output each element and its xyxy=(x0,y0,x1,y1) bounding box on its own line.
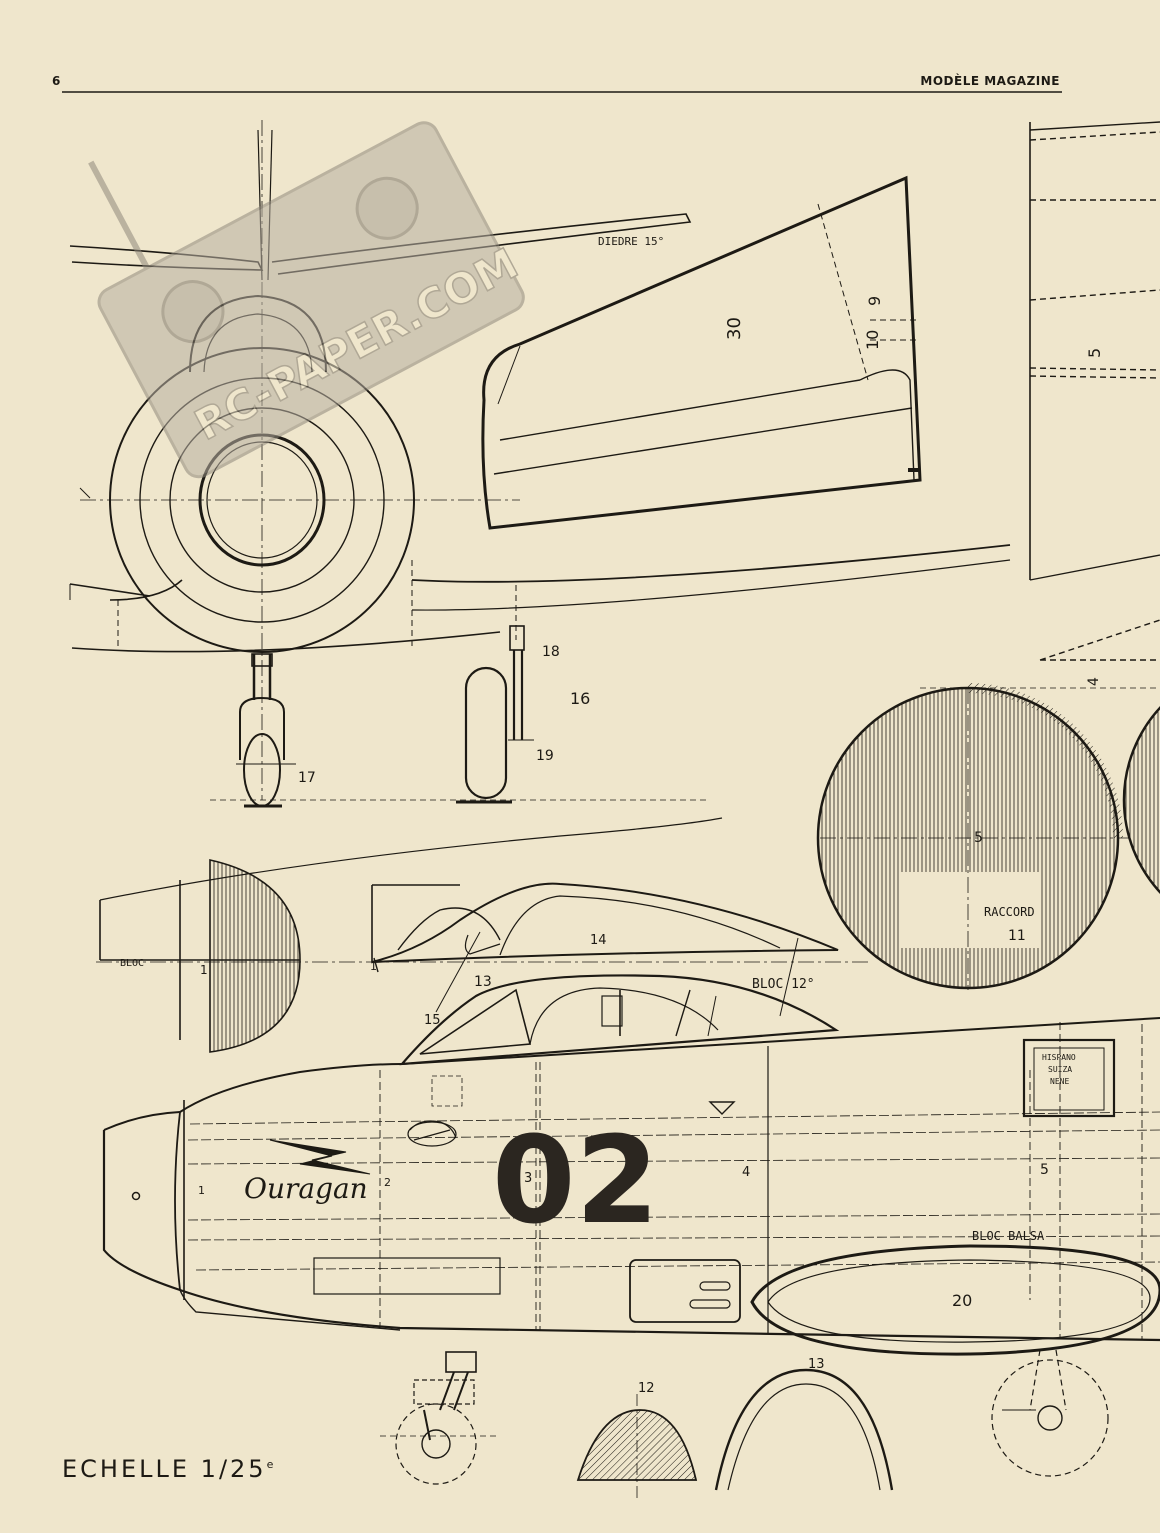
rc-paper-watermark: RC-PAPER.COM xyxy=(88,121,527,479)
scale-superscript: e xyxy=(266,1458,277,1471)
part-19-label: 19 xyxy=(536,748,554,764)
magazine-title: MODÈLE MAGAZINE xyxy=(920,74,1060,88)
hispano-line-3: NENE xyxy=(1050,1077,1069,1086)
part-4-label: 4 xyxy=(742,1165,750,1180)
bloc-12-label: BLOC 12° xyxy=(752,977,815,992)
aircraft-number-02: 02 xyxy=(492,1112,659,1251)
part-5-label: 5 xyxy=(1040,1162,1049,1178)
part-17-label: 17 xyxy=(298,770,316,786)
part-5-top-label: 5 xyxy=(1085,348,1104,358)
part-16-label: 16 xyxy=(570,689,590,708)
part-20-label: 20 xyxy=(952,1291,972,1310)
part-15-label: 15 xyxy=(424,1013,441,1028)
part-1-nose-label: 1 xyxy=(198,1184,205,1197)
stork-insignia xyxy=(407,1120,457,1147)
part-4-top-label: 4 xyxy=(1086,677,1102,686)
labels: DIEDRE 15° 30 9 10 5 4 18 16 19 17 RACCO… xyxy=(120,235,1104,1396)
diedre-label: DIEDRE 15° xyxy=(598,235,664,248)
ouragan-marking: Ouragan xyxy=(244,1172,368,1205)
part-11-label: 11 xyxy=(1008,928,1026,944)
part-12-bottom-label: 12 xyxy=(638,1381,655,1396)
part-2-label: 2 xyxy=(384,1176,391,1189)
part-18-label: 18 xyxy=(542,644,560,660)
part-3-label: 3 xyxy=(524,1171,532,1186)
page-number: 6 xyxy=(52,74,61,88)
bloc-balsa-label: BLOC BALSA xyxy=(972,1229,1045,1243)
part-13-label: 13 xyxy=(474,974,492,990)
part-9-label: 9 xyxy=(865,296,884,306)
raccord-label: RACCORD xyxy=(984,905,1035,919)
part-5-circle-label: 5 xyxy=(974,830,983,846)
scale-text: ECHELLE 1/25 xyxy=(62,1455,267,1483)
raccord-sections xyxy=(816,683,1160,990)
canopy-parts xyxy=(96,817,870,1053)
tailplane-plan xyxy=(481,175,922,530)
bloc-left-label: BLOC xyxy=(120,958,144,969)
part-1-left-label: 1 xyxy=(370,960,377,973)
hispano-line-2: SUIZA xyxy=(1048,1065,1072,1074)
part-10-label: 10 xyxy=(863,330,882,350)
part-1-bloc-label: 1 xyxy=(200,963,208,977)
part-30-label: 30 xyxy=(724,317,745,340)
part-13-bottom-label: 13 xyxy=(808,1357,825,1372)
hispano-line-1: HISPANO xyxy=(1042,1053,1076,1062)
part-14-label: 14 xyxy=(590,933,607,948)
wing-plan-fragment xyxy=(1029,121,1160,661)
scale-label: ECHELLE 1/25e xyxy=(62,1455,276,1483)
